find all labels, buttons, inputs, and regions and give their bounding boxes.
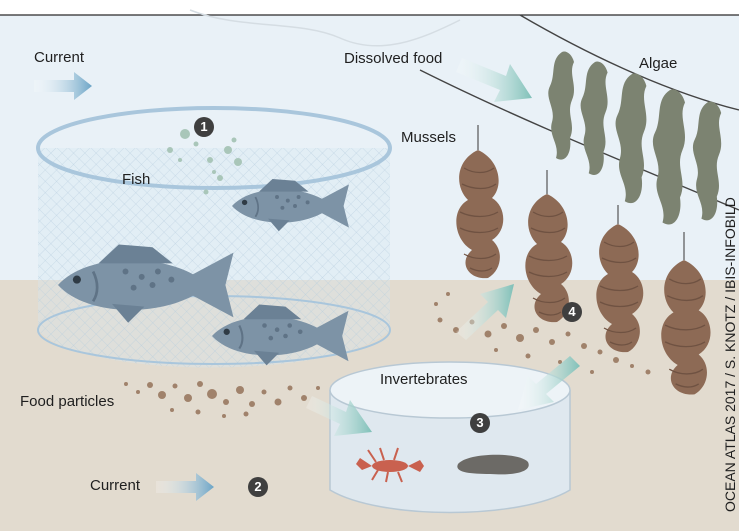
label-food-particles: Food particles [20, 394, 114, 409]
marker-3: 3 [470, 413, 490, 433]
label-mussels: Mussels [401, 130, 456, 145]
marker-4: 4 [562, 302, 582, 322]
label-fish: Fish [122, 172, 150, 187]
marker-2: 2 [248, 477, 268, 497]
label-invertebrates: Invertebrates [380, 372, 468, 387]
marker-1: 1 [194, 117, 214, 137]
credit-text: OCEAN ATLAS 2017 / S. KNOTZ / IBIS-INFOB… [723, 197, 737, 512]
label-algae: Algae [639, 56, 677, 71]
label-current-bottom: Current [90, 478, 140, 493]
label-current-top: Current [34, 50, 84, 65]
label-dissolved-food: Dissolved food [344, 51, 442, 66]
